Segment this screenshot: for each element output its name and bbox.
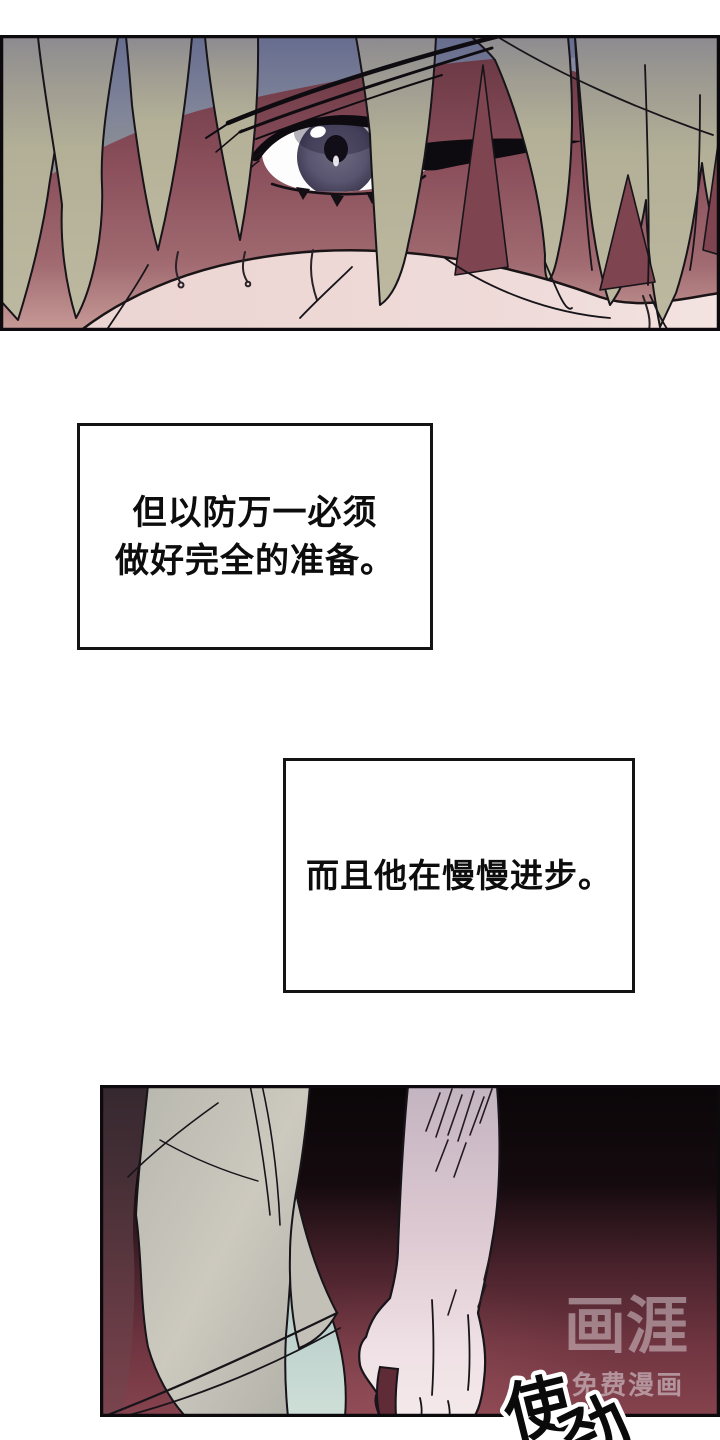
eye-highlight	[310, 126, 326, 138]
hair-gap-shadows	[454, 64, 720, 291]
pupil	[324, 135, 348, 163]
hair-strand-lines	[107, 36, 714, 331]
hem-line-1	[100, 1311, 339, 1417]
hand-scene-artwork	[100, 1085, 720, 1417]
speech-box-1-line-1: 但以防万一必须	[132, 493, 378, 532]
speech-box-1: 但以防万一必须 做好完全的准备。	[77, 423, 433, 650]
eye-closeup-artwork	[0, 35, 720, 331]
panel-border-bottom	[100, 1085, 720, 1417]
speech-box-1-line-2: 做好完全的准备。	[115, 541, 395, 580]
watermark-logo: 画涯	[564, 1292, 689, 1361]
arm-hatching	[425, 1088, 493, 1316]
arm-artwork	[358, 1085, 501, 1417]
panel-hand-scene	[100, 1085, 720, 1417]
hem-line-2	[118, 1327, 341, 1417]
shirt-artwork	[100, 1085, 341, 1417]
sweat-drops	[174, 249, 651, 331]
speech-box-2: 而且他在慢慢进步。	[283, 758, 635, 993]
panel-eye-closeup	[0, 35, 720, 331]
eyebrow-artwork	[205, 35, 506, 153]
watermark-tagline: 免费漫画	[572, 1370, 685, 1400]
shirt-flap	[288, 1192, 339, 1350]
thumb-gap-shadow	[376, 1365, 400, 1417]
panel-border-top	[0, 35, 720, 331]
left-shadow-strip	[100, 1085, 158, 1417]
speech-box-2-line-1: 而且他在慢慢进步。	[306, 856, 612, 894]
